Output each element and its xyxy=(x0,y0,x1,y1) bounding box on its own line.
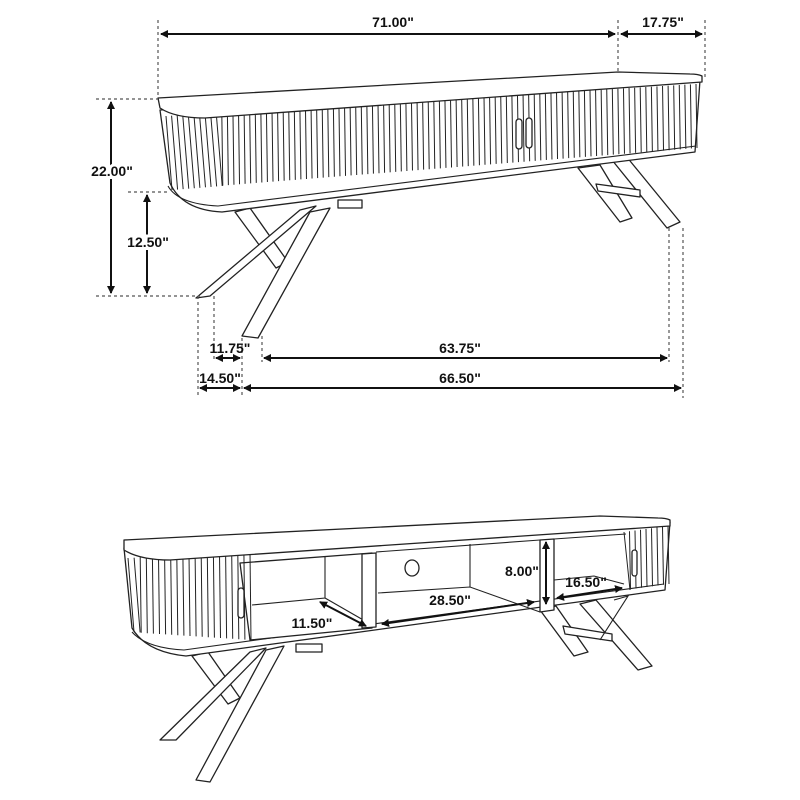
door-handle-left xyxy=(515,118,523,150)
top-dimension-lines xyxy=(96,20,706,398)
overall-height-label: 22.00" xyxy=(91,163,133,179)
bottom-console-drawing xyxy=(123,515,671,783)
front-left-legs xyxy=(195,199,363,339)
overall-width-label: 71.00" xyxy=(372,14,414,30)
inner-leg-span-label: 63.75" xyxy=(439,340,481,356)
depth-label: 17.75" xyxy=(642,14,684,30)
tambour-door-slats xyxy=(165,83,698,191)
rear-right-legs-2 xyxy=(539,595,653,671)
leg-setback-label: 14.50" xyxy=(199,370,241,386)
top-console-surface xyxy=(157,71,703,119)
opening-height-label: 8.00" xyxy=(505,563,539,579)
clearance-height-label: 12.50" xyxy=(127,234,169,250)
side-opening-width-label: 16.50" xyxy=(565,574,607,590)
left-tambour-door-slats xyxy=(127,551,252,641)
bottom-dimension-labels: 11.50" 28.50" 8.00" 16.50" xyxy=(292,563,607,631)
outer-leg-span-label: 66.50" xyxy=(439,370,481,386)
left-door-handle xyxy=(237,587,245,619)
right-door-handle xyxy=(631,549,638,577)
top-console-drawing xyxy=(157,71,703,339)
bottom-dimension-lines xyxy=(319,541,623,627)
leg-foot-offset-label: 11.75" xyxy=(210,340,251,356)
door-handle-right xyxy=(525,117,533,149)
bottom-console-surface xyxy=(123,515,671,561)
front-left-legs-2 xyxy=(159,643,323,783)
cable-management-hole xyxy=(404,559,420,577)
center-opening-width-label: 28.50" xyxy=(429,592,471,608)
top-dimension-labels: 71.00" 17.75" 22.00" 12.50" 11.75" 63.75… xyxy=(88,14,684,386)
shelf-depth-label: 11.50" xyxy=(292,615,333,631)
rear-right-legs xyxy=(577,155,681,229)
